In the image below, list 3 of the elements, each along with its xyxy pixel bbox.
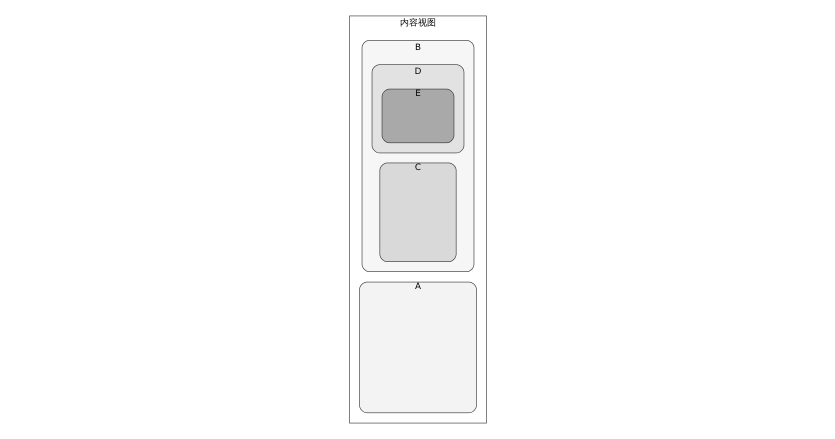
node-box: E (381, 88, 454, 144)
node-box: C (379, 162, 456, 262)
node-box: A (358, 282, 476, 414)
